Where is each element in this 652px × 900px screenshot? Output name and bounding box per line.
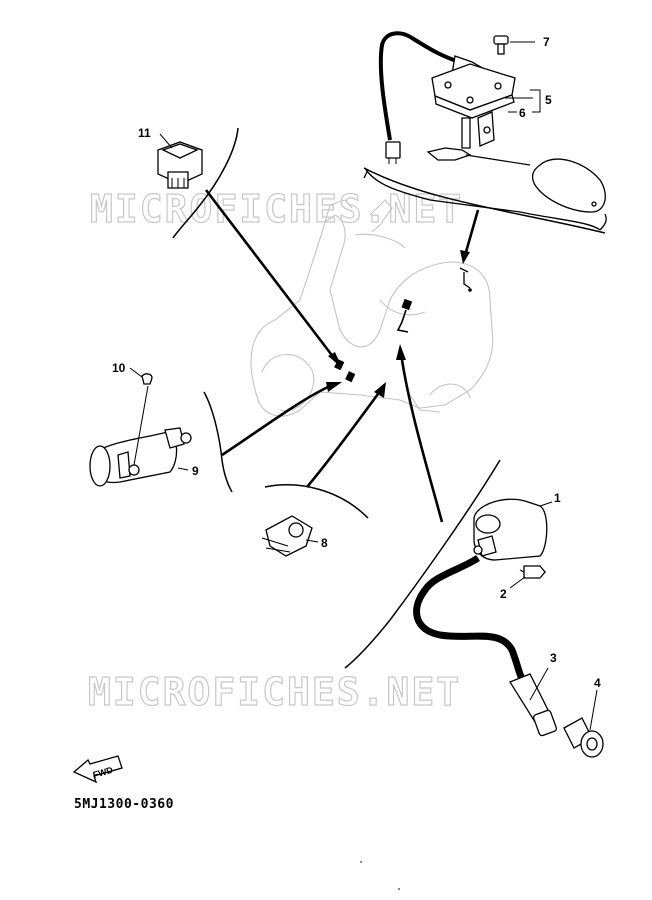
callout-11: 11 [138,126,151,140]
watermark-bottom: MICROFICHES.NET [88,670,461,714]
ignition-group: 1 2 3 4 [413,491,604,758]
fuel-sender-group: 7 5 6 [363,31,607,231]
dot [360,861,362,863]
callout-6: 6 [519,106,526,120]
scooter-outline [250,199,494,417]
frame-arcs [172,127,606,669]
diagram-code: 5MJ1300-0360 [74,797,174,812]
callout-5: 5 [545,93,552,107]
callout-4: 4 [594,676,601,690]
leader-arrows [204,189,480,523]
location-marks [334,267,472,383]
horn-part: 10 9 [89,361,199,487]
fwd-arrow-icon: FWD [72,755,123,784]
callout-8: 8 [321,536,328,550]
watermark-top: MICROFICHES.NET [90,187,463,231]
callout-9: 9 [192,464,199,478]
callout-3: 3 [550,651,557,665]
relay-part: 11 [138,126,203,189]
callout-2: 2 [500,587,507,601]
callout-7: 7 [543,35,550,49]
dot [398,888,400,890]
callout-1: 1 [554,491,561,505]
clamp-part: 8 [261,515,328,557]
callout-10: 10 [112,361,126,375]
